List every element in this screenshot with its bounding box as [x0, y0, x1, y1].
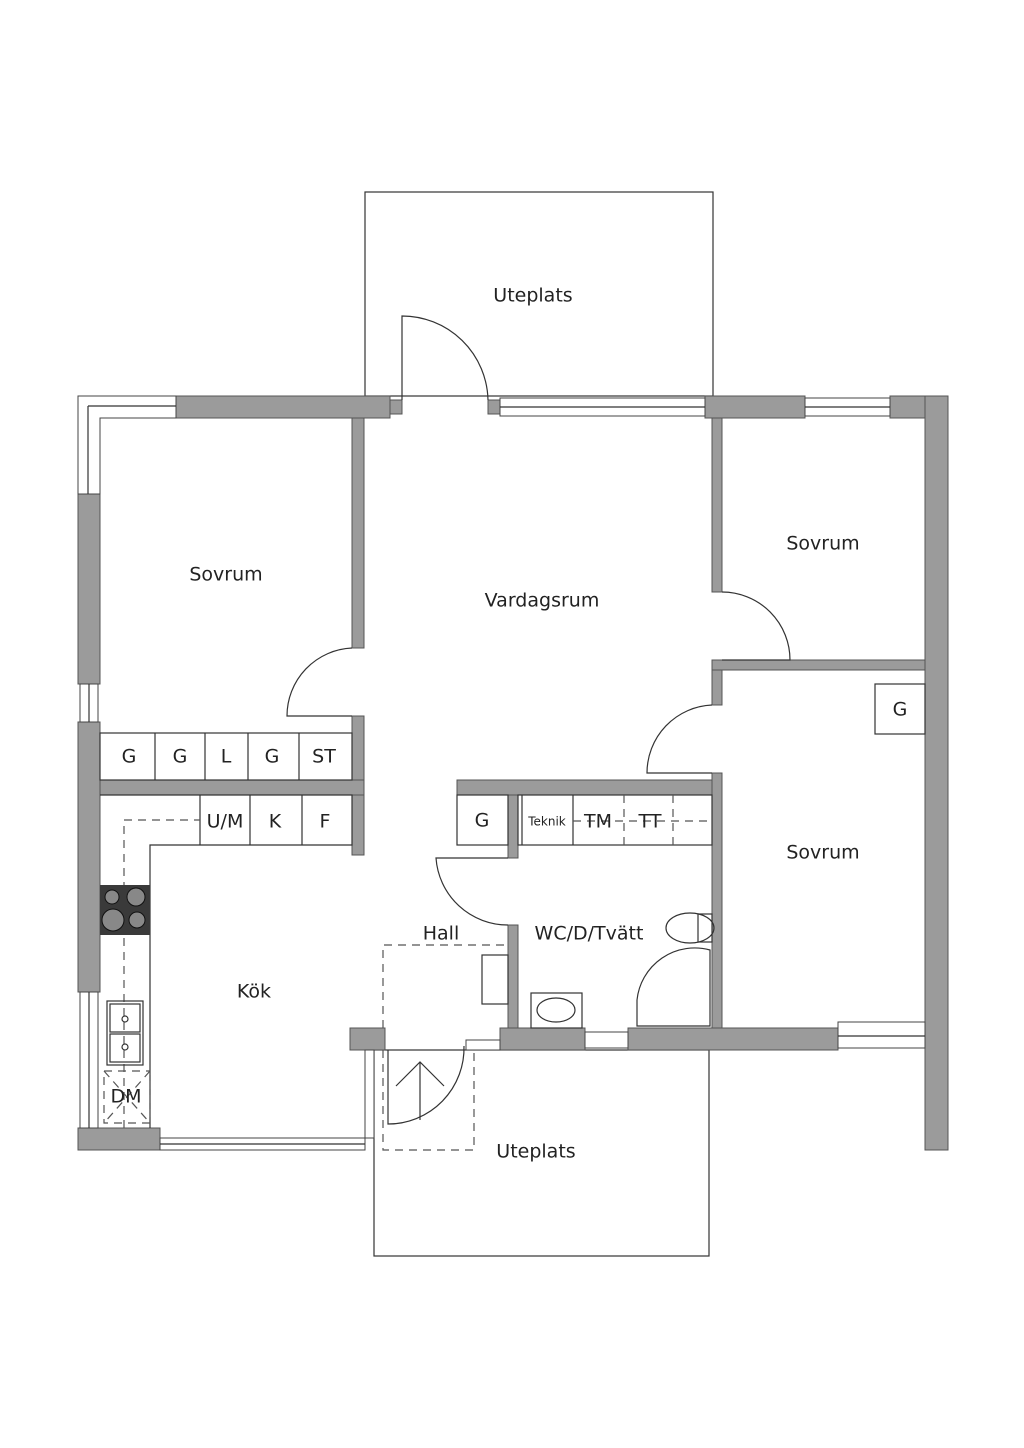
windows — [77, 395, 926, 1151]
doors — [286, 315, 791, 1125]
closet-label: U/M — [207, 811, 244, 833]
closet-label: K — [269, 811, 282, 833]
closet-label: F — [320, 811, 331, 833]
patio-top — [364, 191, 714, 397]
room-label-bathroom: WC/D/Tvätt — [535, 923, 644, 945]
room-label-living: Vardagsrum — [485, 590, 600, 612]
room-label-bedroom-right: Sovrum — [786, 842, 859, 864]
closet-label: G — [265, 746, 280, 768]
closet-label: TT — [638, 811, 662, 833]
closet-label: G — [122, 746, 137, 768]
room-label-bedroom-top-right: Sovrum — [786, 533, 859, 555]
closet-row-1: G G L G ST — [99, 732, 353, 781]
tech-closets: Teknik TM TT — [517, 794, 713, 846]
room-label-patio-top: Uteplats — [493, 285, 572, 307]
bathroom-fixtures — [530, 912, 715, 1029]
room-label-bedroom-left: Sovrum — [189, 564, 262, 586]
room-label-kitchen: Kök — [237, 981, 271, 1003]
closet-label: G — [893, 699, 908, 721]
closet-label: G — [173, 746, 188, 768]
closet-label: TM — [583, 811, 612, 833]
teknik-label: Teknik — [527, 815, 566, 829]
walls — [77, 395, 949, 1151]
entrance-arrow-icon — [395, 1061, 445, 1120]
kitchen-counter: U/M K F DM — [100, 794, 353, 1128]
room-label-patio-bottom: Uteplats — [496, 1141, 575, 1163]
room-label-hall: Hall — [423, 923, 460, 945]
closet-label: G — [475, 810, 490, 832]
sink-icon — [106, 1000, 144, 1066]
stove-icon — [100, 885, 150, 935]
dishwasher-label: DM — [110, 1086, 141, 1108]
closet-label: L — [221, 746, 232, 768]
closet-label: ST — [312, 746, 336, 768]
